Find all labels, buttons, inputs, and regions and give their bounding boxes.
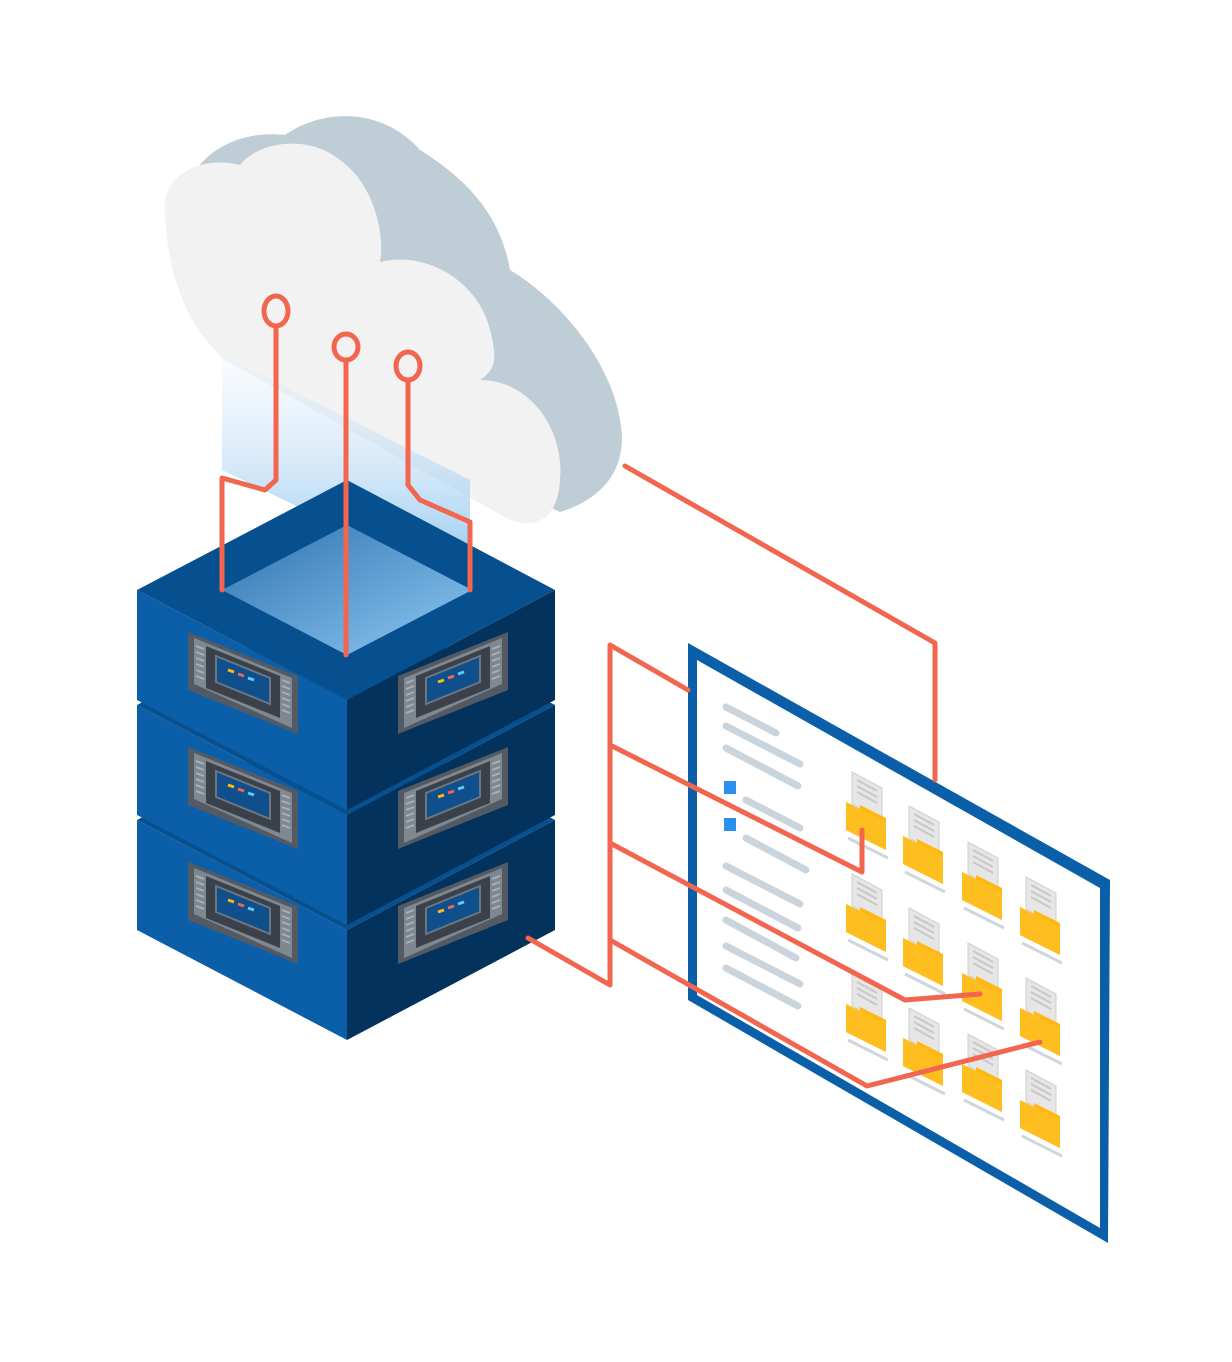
cloud-body — [164, 143, 561, 524]
connector-folder-2 — [607, 840, 983, 1003]
cloud-connectors — [219, 293, 473, 658]
file-panel-sidebar — [722, 703, 810, 1010]
server-stack — [137, 480, 555, 1040]
cloud — [164, 116, 622, 524]
cloud-connector-1 — [219, 293, 291, 593]
sidebar-checkbox-1 — [724, 781, 736, 794]
cloud-connector-2 — [331, 331, 361, 658]
connector-server-bus — [525, 642, 691, 988]
file-panel — [688, 643, 1110, 1243]
sidebar-checkbox-2 — [724, 818, 736, 831]
data-connectors — [525, 463, 1043, 1089]
cloud-connector-3 — [393, 349, 473, 593]
connector-folder-1 — [607, 742, 865, 875]
connector-cloud-panel — [622, 463, 938, 783]
connector-folder-3 — [607, 937, 1043, 1089]
